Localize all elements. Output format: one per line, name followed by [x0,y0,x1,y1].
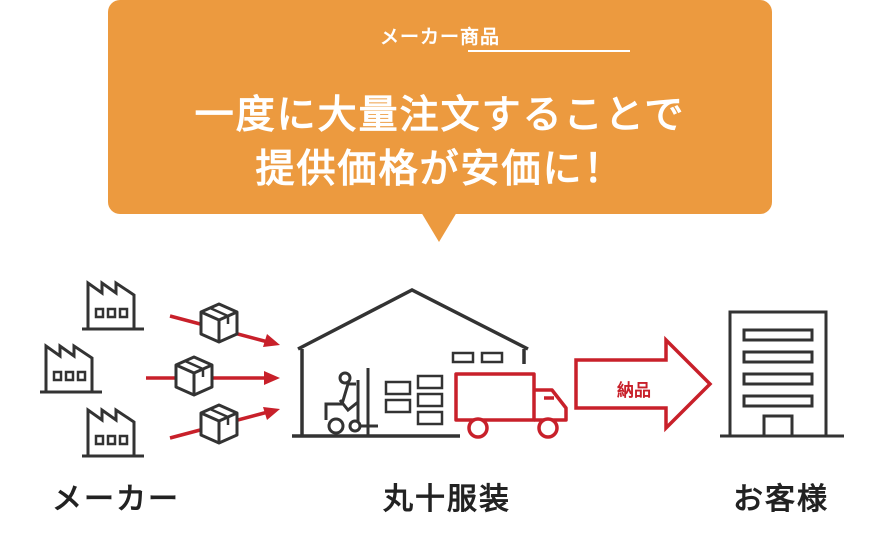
maker-label: メーカー [52,482,180,517]
factory-icon [38,344,104,394]
delivery-arrow-icon [574,335,713,433]
warehouse-icon [292,288,529,438]
banner-headline-line2: 提供価格が安価に！ [255,147,625,192]
factory-icon [80,408,146,458]
box-icon [199,302,239,344]
truck-icon [454,372,568,439]
banner-headline-line1: 一度に大量注文することで [194,93,686,138]
callout-pointer [421,212,457,242]
customer-label: お客様 [733,482,829,517]
box-icon [174,355,214,397]
box-icon [199,403,239,445]
banner-tag-underline [468,50,630,52]
company-label: 丸十服装 [383,482,511,517]
callout-banner: メーカー商品 一度に大量注文することで 提供価格が安価に！ [108,0,772,214]
building-icon [720,310,844,438]
banner-tag: メーカー商品 [379,26,500,48]
forklift-icon [324,371,378,435]
factory-icon [80,281,146,331]
delivery-label: 納品 [617,381,651,401]
